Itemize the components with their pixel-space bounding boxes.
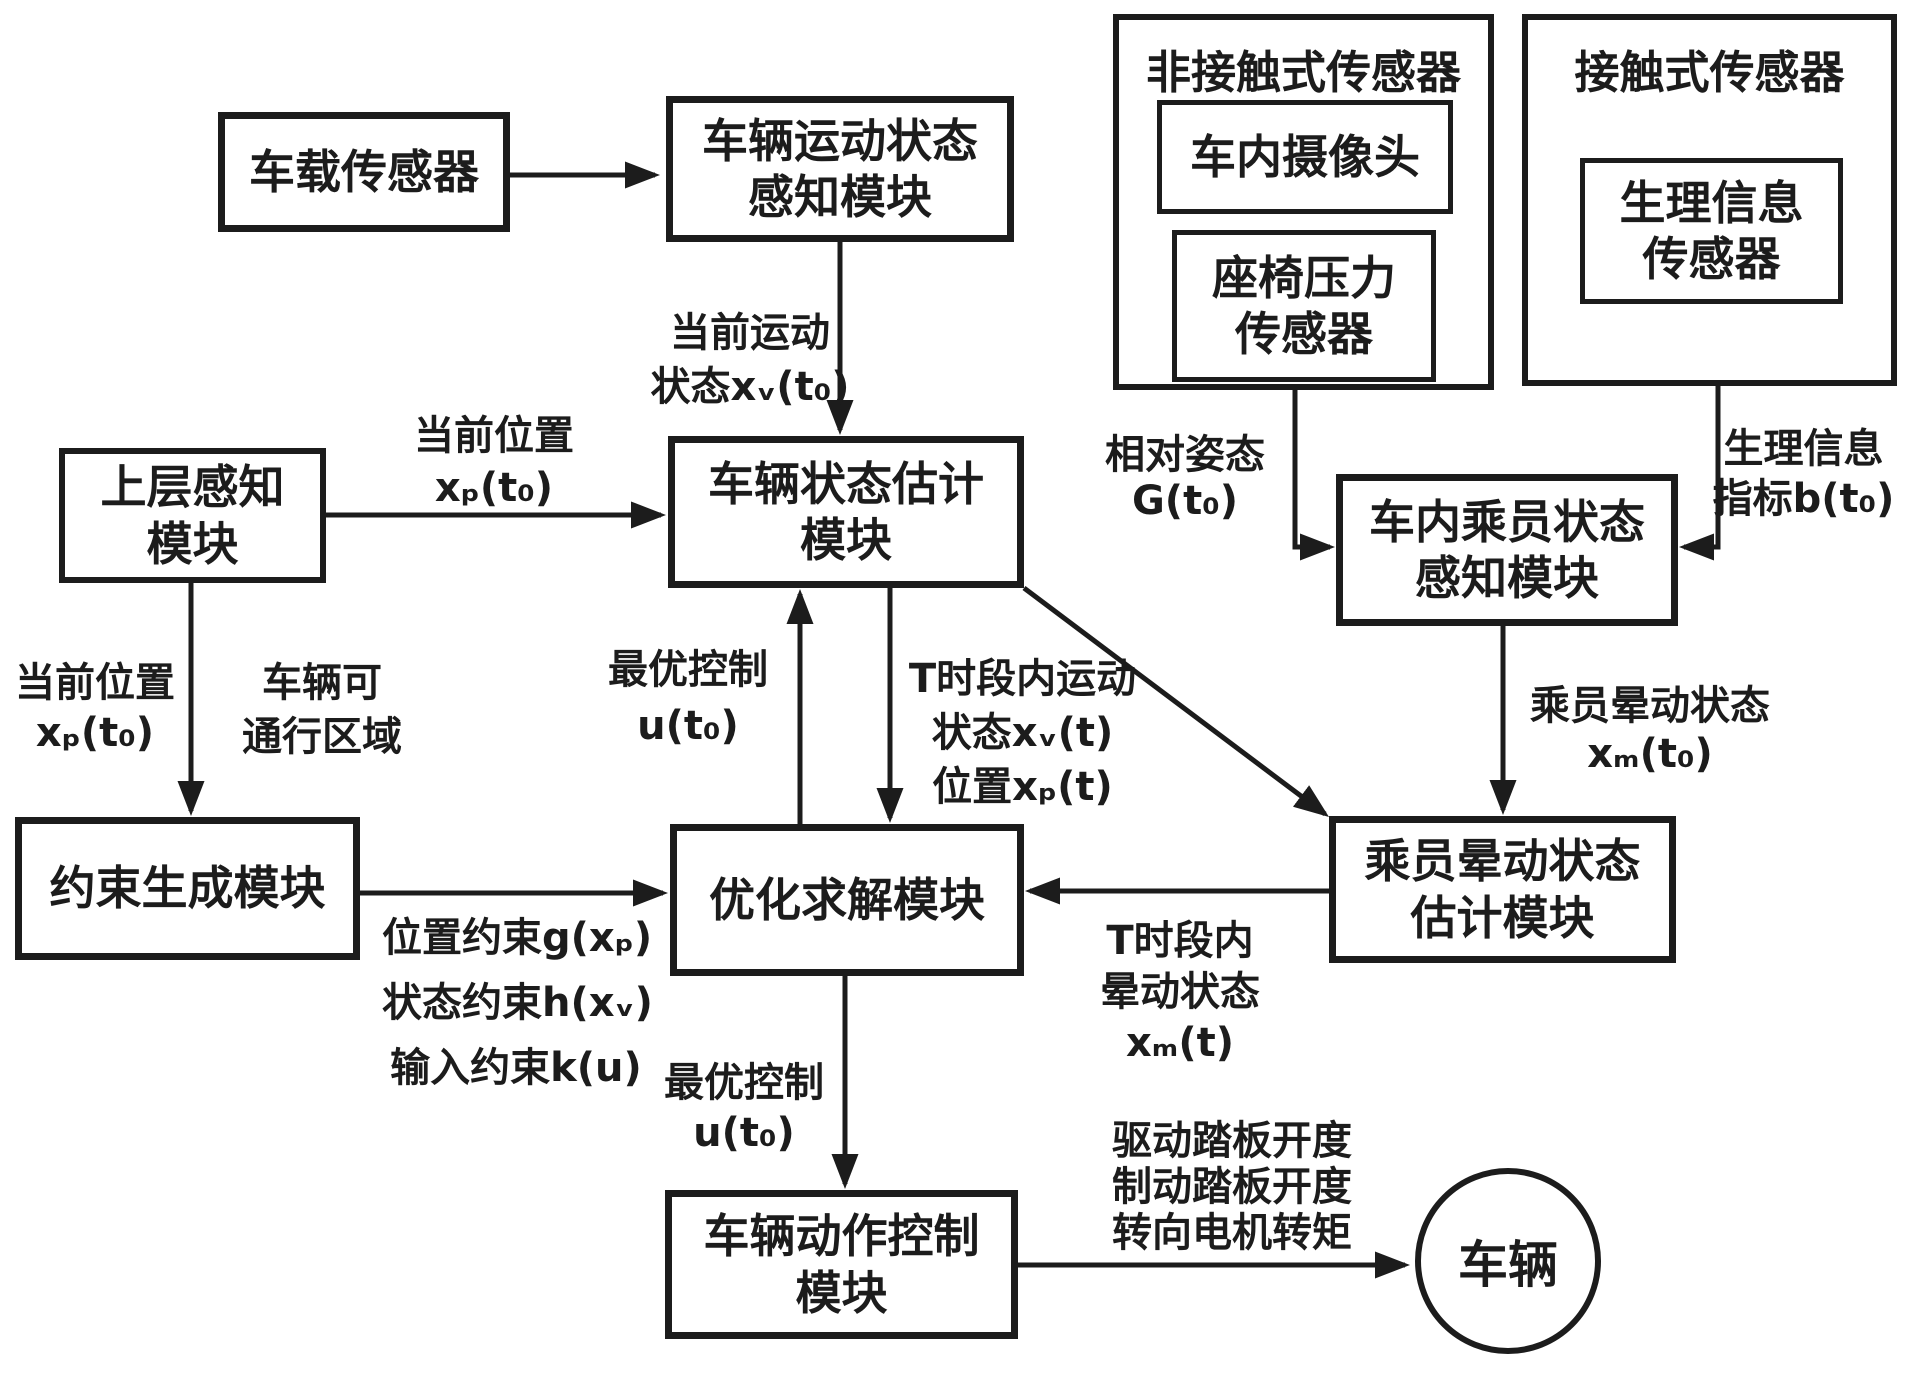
- node-sickness-estimation: 乘员晕动状态 估计模块: [1329, 816, 1676, 963]
- node-cabin-camera: 车内摄像头: [1157, 100, 1453, 214]
- node-occupant-perception: 车内乘员状态 感知模块: [1336, 474, 1678, 626]
- node-upper-perception: 上层感知 模块: [59, 448, 326, 583]
- label-passable-area: 车辆可 通行区域: [242, 660, 402, 760]
- node-state-estimation: 车辆状态估计 模块: [668, 436, 1024, 588]
- label-optimal-control-lower: 最优控制 u(t₀): [664, 1060, 824, 1156]
- node-onboard-sensor: 车载传感器: [218, 112, 510, 232]
- node-optimization-solver: 优化求解模块: [670, 824, 1024, 976]
- label-current-position-left: 当前位置 xₚ(t₀): [15, 660, 175, 756]
- label-motion-in-T: T时段内运动 状态xᵥ(t) 位置xₚ(t): [908, 656, 1137, 810]
- node-action-control: 车辆动作控制 模块: [665, 1190, 1018, 1339]
- label-sickness-state: 乘员晕动状态 xₘ(t₀): [1530, 683, 1770, 777]
- edge-state-to-sickness: [1022, 586, 1329, 818]
- node-physio-sensor: 生理信息 传感器: [1580, 158, 1843, 304]
- label-constraints: 位置约束g(xₚ) 状态约束h(xᵥ) 输入约束k(u): [382, 915, 653, 1091]
- node-constraint-generation: 约束生成模块: [15, 817, 360, 960]
- edge-noncontact-to-occupant: [1292, 390, 1335, 561]
- group-contact-title: 接触式传感器: [1574, 46, 1845, 99]
- label-physio-index: 生理信息 指标b(t₀): [1712, 426, 1895, 522]
- label-current-position-top: 当前位置 xₚ(t₀): [414, 413, 574, 511]
- node-vehicle: 车辆: [1415, 1168, 1601, 1354]
- node-motion-perception: 车辆运动状态 感知模块: [666, 96, 1014, 242]
- edge-contact-to-occupant: [1679, 386, 1721, 561]
- label-actuator-outputs: 驱动踏板开度 制动踏板开度 转向电机转矩: [1112, 1118, 1352, 1256]
- label-optimal-control-upper: 最优控制 u(t₀): [608, 647, 768, 749]
- label-current-motion: 当前运动 状态xᵥ(t₀): [650, 310, 850, 410]
- node-seat-pressure-sensor: 座椅压力 传感器: [1172, 230, 1436, 382]
- label-relative-posture: 相对姿态 G(t₀): [1105, 432, 1265, 524]
- group-noncontact-title: 非接触式传感器: [1145, 46, 1461, 99]
- label-sickness-in-T: T时段内 晕动状态 xₘ(t): [1100, 918, 1260, 1066]
